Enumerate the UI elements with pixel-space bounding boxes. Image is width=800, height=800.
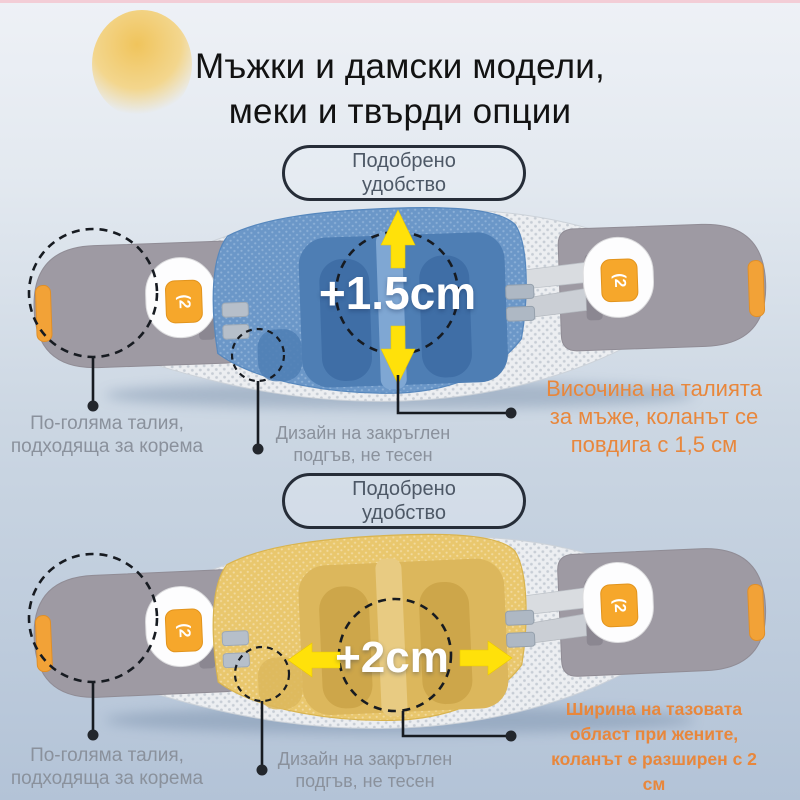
belt-women-left-logo [164,608,203,653]
callout-circle-hem-men [230,327,286,383]
measurement-men: +1.5cm [318,267,477,319]
belt-men-left-logo-text: (2 [175,294,192,309]
note-women-line-4: см [642,774,666,794]
measurement-women: +2cm [335,633,449,682]
note-men-line-3: повдига с 1,5 см [570,432,738,457]
label-waist-women: По-голяма талия, подходяща за корема [8,744,206,790]
callout-dot-hem-men [252,443,264,455]
title-line-1: Мъжки и дамски модели, [195,47,605,86]
belt-women-buckle-right-1 [505,609,535,626]
belt-men-buckle-left-1 [221,301,249,318]
callout-dot-note-women [505,730,517,742]
belt-men-right-logo [600,258,639,303]
label-hem-men: Дизайн на закръглен подгъв, не тесен [270,422,456,466]
note-men-line-1: Височина на талията [546,376,762,401]
belt-women-left-tab [34,615,53,673]
belt-women-buckle-right-2 [506,631,536,648]
sun-glow-decoration [92,10,192,118]
belt-men-body: (2 (2 [33,207,767,402]
callout-line-note-men [396,375,508,415]
callout-line-note-women [401,711,508,738]
label-hem-men-line-2: подгъв, не тесен [293,445,433,465]
callout-dot-waist-women [87,729,99,741]
belt-women-graphic: (2 (2 [27,533,766,776]
callout-dot-note-men [505,407,517,419]
comfort-badge-women: Подобрено удобство [282,473,526,529]
arrow-up-icon [380,209,416,269]
comfort-badge-men: Подобрено удобство [282,145,526,201]
badge-men-line-2: удобство [361,174,447,196]
belt-women-buckle-left-1 [221,630,249,647]
page-title: Мъжки и дамски модели, меки и твърди опц… [0,44,800,134]
belt-women-left-logo-text: (2 [175,623,193,638]
belt-women-pad-left [319,586,373,709]
label-hem-women-line-1: Дизайн на закръглен [277,749,453,769]
label-hem-women-line-2: подгъв, не тесен [295,771,435,791]
label-waist-men: По-голяма талия, подходяща за корема [8,412,206,458]
belt-men-right-tab [747,260,766,318]
belt-women-body: (2 (2 [33,533,766,730]
belt-women-right-logo-text: (2 [610,598,628,613]
belt-men-right-logo-text: (2 [611,273,628,288]
label-hem-men-line-1: Дизайн на закръглен [275,423,451,443]
label-waist-men-line-1: По-голяма талия, [30,413,184,434]
label-waist-women-line-1: По-голяма талия, [30,745,184,766]
belt-women-right-tab [747,583,766,641]
top-border-strip [0,0,800,3]
belt-women-pocket [257,657,303,710]
note-men: Височина на талията за мъже, коланът се … [526,375,782,459]
belt-men-left-logo [165,279,203,324]
badge-men-line-1: Подобрено [352,150,456,172]
label-hem-women: Дизайн на закръглен подгъв, не тесен [272,748,458,792]
label-waist-men-line-2: подходяща за корема [10,436,204,457]
label-waist-women-line-2: подходяща за корема [10,768,204,789]
belt-men-graphic: (2 (2 [27,207,767,455]
belt-men-pad-left [319,258,372,381]
callout-dot-hem-women [256,764,268,776]
callout-dot-waist-men [87,400,99,412]
belt-women-center-strip [375,558,408,717]
note-men-line-2: за мъже, коланът се [549,404,759,429]
arrow-right-icon [459,640,513,676]
title-line-2: меки и твърди опции [228,92,572,131]
arrow-left-icon [287,642,341,678]
note-women-line-2: област при жените, [569,724,739,744]
belt-men-buckle-right-1 [505,283,535,300]
badge-women-line-2: удобство [361,502,447,524]
note-women-line-1: Ширина на тазовата [565,699,743,719]
belt-men-buckle-right-2 [505,305,536,322]
callout-circle-measure-men [334,230,460,356]
badge-women-line-1: Подобрено [352,478,456,500]
belt-women-right-logo [600,583,639,628]
belt-men-pad-right [419,255,472,378]
note-women: Ширина на тазовата област при жените, ко… [528,697,780,797]
belt-men-buckle-left-2 [222,323,250,340]
belt-men-left-tab [35,284,53,342]
note-women-line-3: коланът е разширен с 2 [551,749,757,769]
callout-circle-hem-women [233,645,291,703]
arrow-down-icon [380,325,416,385]
belt-men-pocket [257,329,303,382]
belt-women-pad-right [419,581,473,705]
